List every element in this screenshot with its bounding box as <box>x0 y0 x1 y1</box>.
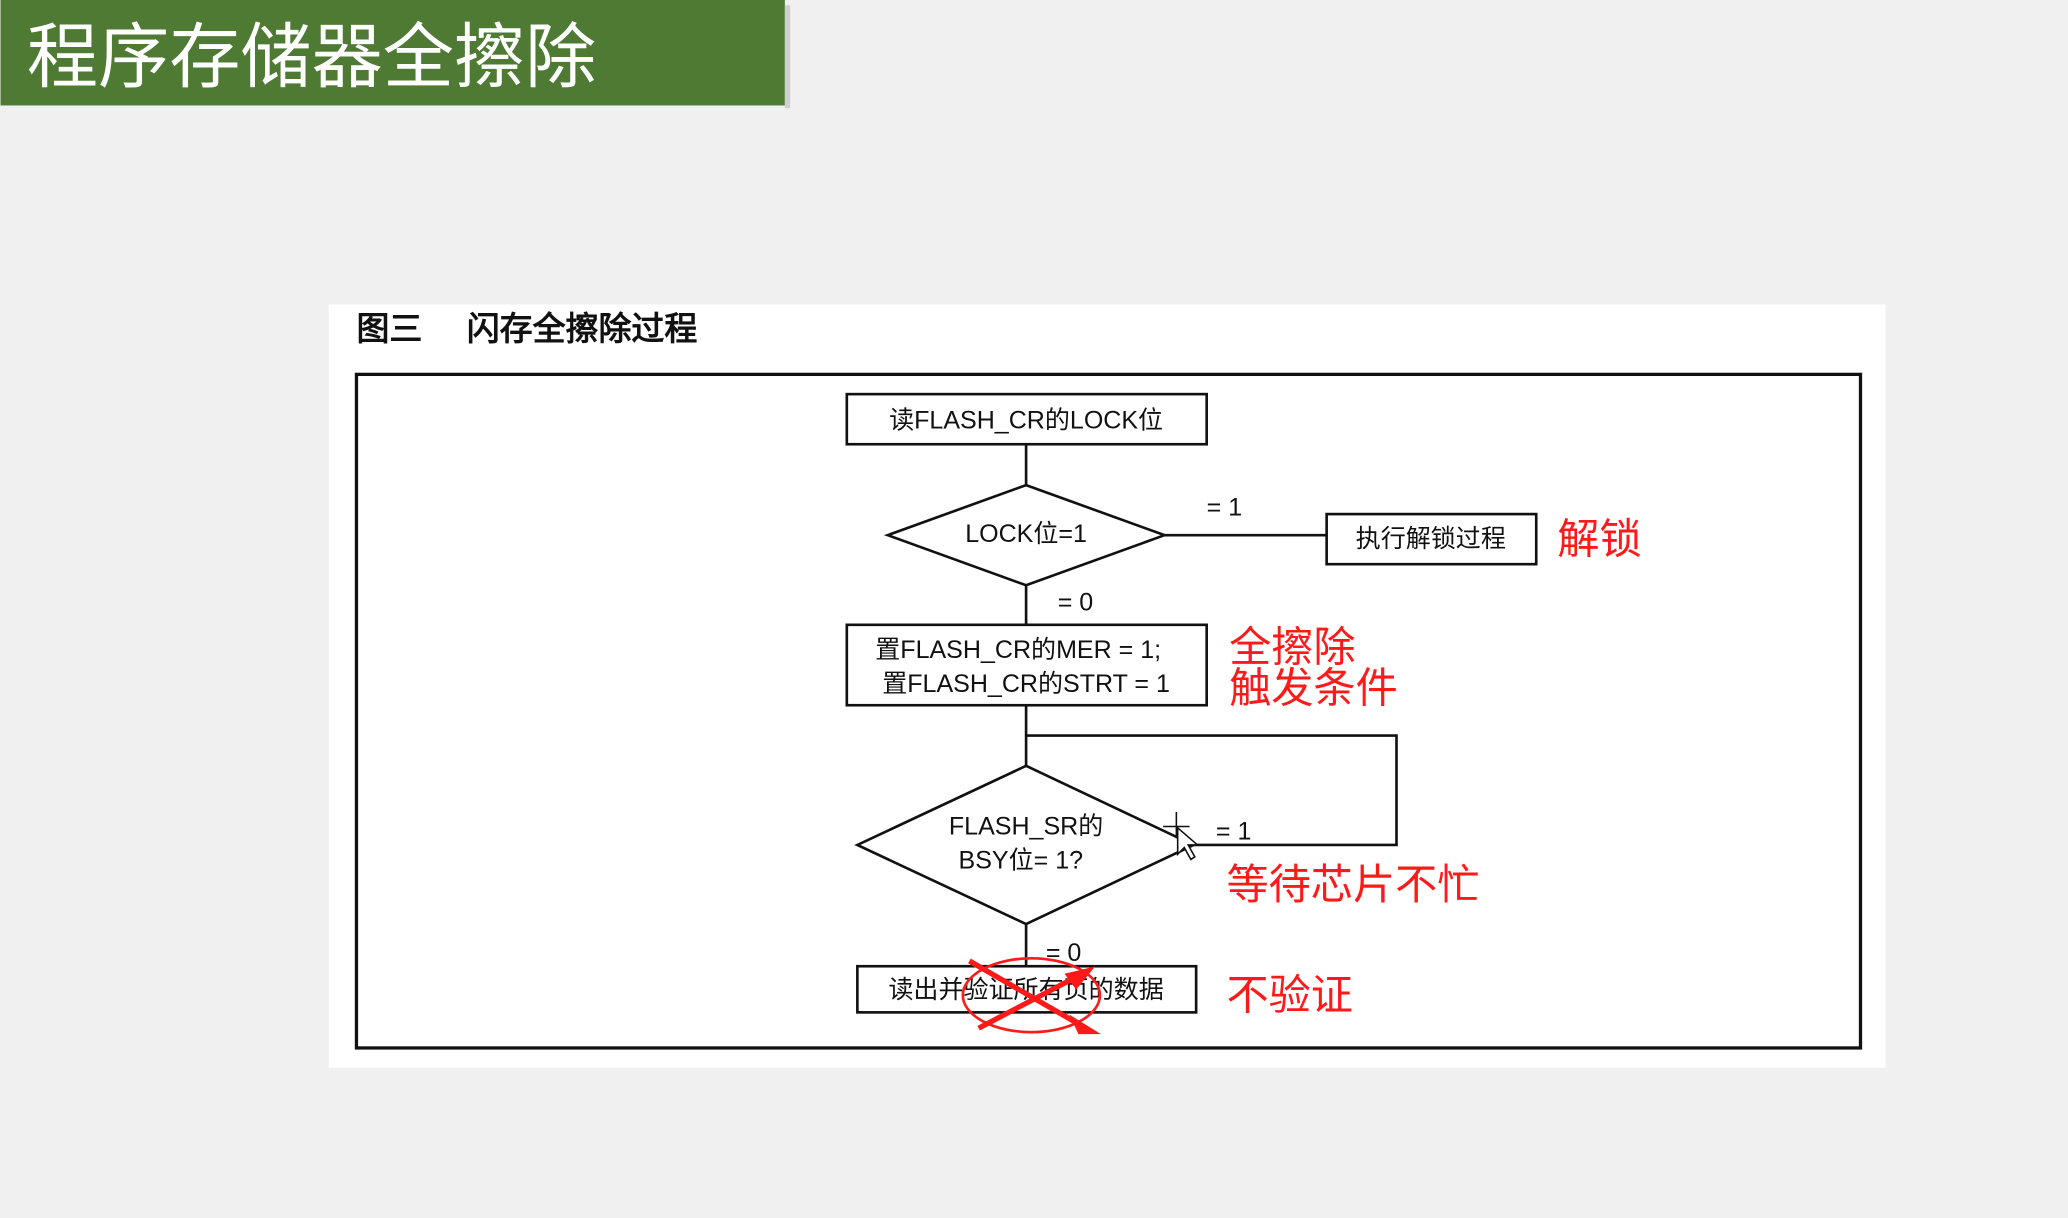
decision-busy-label-2: BSY位= 1? <box>959 847 1084 875</box>
decision-busy <box>854 764 1197 926</box>
decision-busy-yes: = 1 <box>1216 818 1252 846</box>
annotation-wait: 等待芯片不忙 <box>1226 860 1479 909</box>
slide-title: 程序存储器全擦除 <box>27 16 596 99</box>
annotation-erase-2: 触发条件 <box>1229 664 1398 713</box>
unlock-box-label: 执行解锁过程 <box>1356 525 1506 553</box>
decision-lock <box>883 483 1169 587</box>
annotation-unlock: 解锁 <box>1557 515 1641 564</box>
set-mer-label: 置FLASH_CR的MER = 1; <box>875 636 1161 664</box>
verify-box-label: 读出并验证所有页的数据 <box>888 976 1163 1004</box>
set-mer-strt-box <box>845 623 1208 707</box>
set-strt-label: 置FLASH_CR的STRT = 1 <box>882 670 1170 698</box>
annotation-erase-1: 全擦除 <box>1229 623 1356 672</box>
step-read-lock-box <box>845 392 1208 446</box>
title-bar-shadow <box>784 5 791 109</box>
flowchart-lines <box>1024 444 1398 967</box>
figure-caption: 图三 闪存全擦除过程 <box>356 309 697 348</box>
cross-out-mark <box>961 956 1102 1035</box>
figure-frame <box>354 372 1863 1050</box>
annotation-no-verify: 不验证 <box>1226 971 1353 1020</box>
decision-lock-no: = 0 <box>1058 588 1094 616</box>
decision-lock-label: LOCK位=1 <box>965 520 1087 548</box>
title-bar <box>0 0 785 106</box>
unlock-box <box>1325 512 1538 566</box>
step-read-lock-label: 读FLASH_CR的LOCK位 <box>889 406 1163 434</box>
decision-busy-label-1: FLASH_SR的 <box>949 812 1103 840</box>
decision-lock-yes: = 1 <box>1207 493 1243 521</box>
cursor-icon <box>1163 812 1200 861</box>
